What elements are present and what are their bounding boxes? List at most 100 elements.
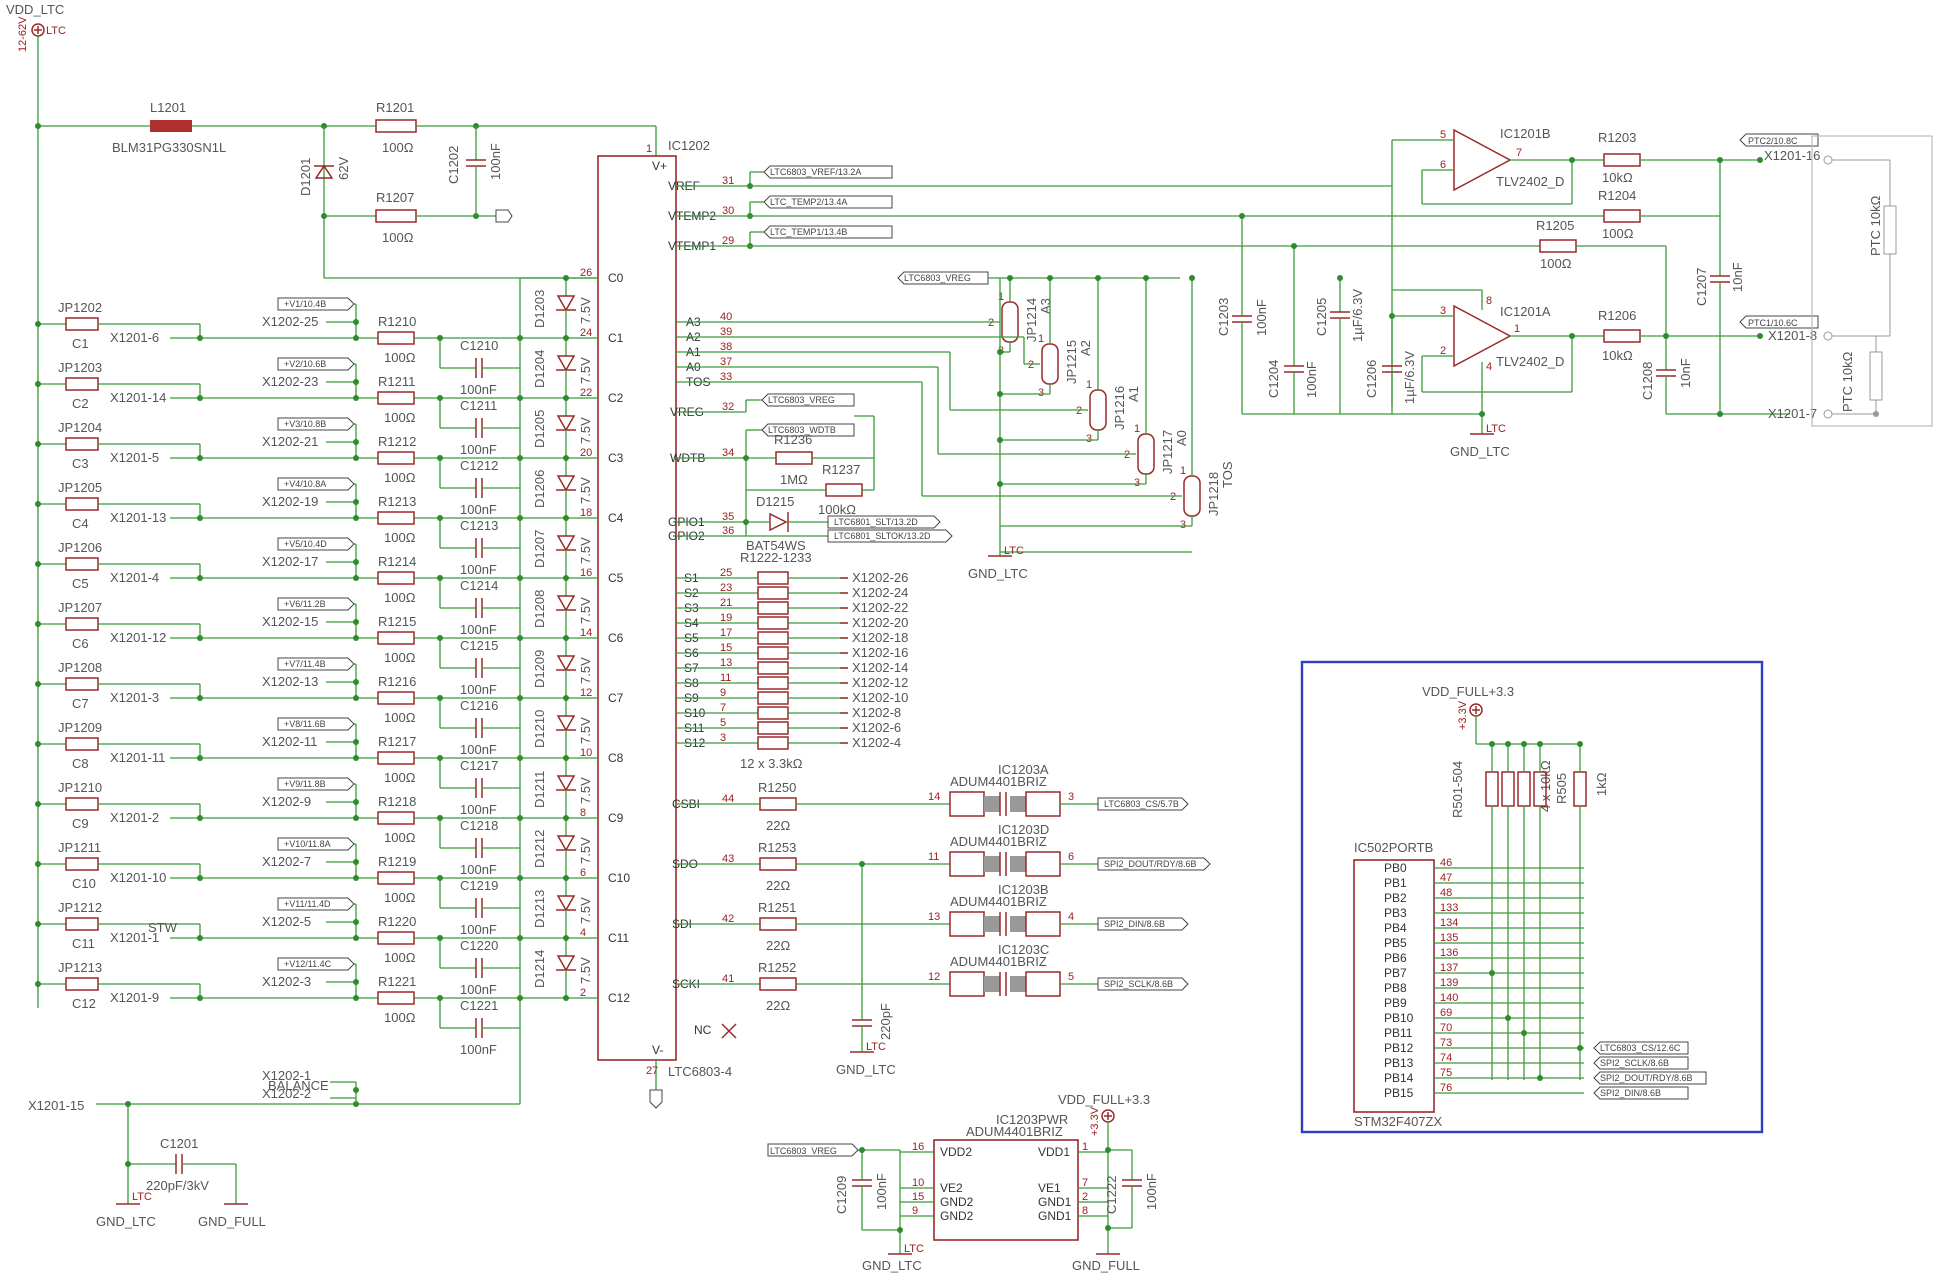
resistor-value: 100Ω xyxy=(384,1010,416,1025)
discharge-connector: X1202-18 xyxy=(852,630,908,645)
junction-dot xyxy=(353,935,359,941)
resistor-r1206 xyxy=(1603,329,1641,343)
jumper-jp1211 xyxy=(65,857,99,871)
junction-dot xyxy=(35,981,41,987)
cell-label: C4 xyxy=(72,516,89,531)
pin-num: 34 xyxy=(722,447,734,459)
jumper-pin: 1 xyxy=(998,291,1004,303)
junction-dot xyxy=(1489,970,1495,976)
resistor-ref: R1215 xyxy=(378,614,416,629)
pwr-right-num: 2 xyxy=(1082,1191,1088,1203)
discharge-connector: X1202-14 xyxy=(852,660,908,675)
zener-diode xyxy=(556,775,576,792)
resistor-r1250 xyxy=(759,797,797,811)
pwr-right-pin: VDD1 xyxy=(1038,1145,1070,1159)
zener-value: 7.5V xyxy=(578,957,593,984)
jumper-jp1207 xyxy=(65,617,99,631)
balance-connector: X1202-3 xyxy=(262,974,311,989)
junction-dot xyxy=(353,575,359,581)
mcu-pin-pb0: PB0 xyxy=(1384,861,1407,875)
mcu-pin-num: 134 xyxy=(1440,917,1458,929)
opamp-ic1201b xyxy=(1453,128,1512,192)
pin-num-c11: 4 xyxy=(580,927,586,939)
resistor-r1217 xyxy=(377,751,415,765)
junction-dot xyxy=(563,695,569,701)
isolator-pin-out: 4 xyxy=(1068,911,1074,923)
jumper-signal: A0 xyxy=(1174,430,1189,446)
junction-dot xyxy=(353,379,359,385)
junction-dot xyxy=(1489,741,1495,747)
junction-dot xyxy=(353,619,359,625)
c1208-value: 10nF xyxy=(1678,358,1693,388)
gnd-full-label-2: GND_FULL xyxy=(1072,1258,1140,1273)
resistor-pullup xyxy=(1517,771,1531,807)
spi-res-value: 22Ω xyxy=(766,878,790,893)
cell-tag-shape xyxy=(277,477,355,491)
pin-num: 30 xyxy=(722,205,734,217)
mcu-ref: IC502PORTB xyxy=(1354,840,1433,855)
gnd-ltc-label-3: GND_LTC xyxy=(968,566,1028,581)
cap-ref: C1221 xyxy=(460,998,498,1013)
cap-value: 100nF xyxy=(460,1042,497,1057)
cell-tag-shape xyxy=(277,897,355,911)
pin-num: 32 xyxy=(722,401,734,413)
discharge-resistor xyxy=(757,646,789,660)
spi-res-ref: R1250 xyxy=(758,780,796,795)
junction-dot xyxy=(353,859,359,865)
d1201-ref: D1201 xyxy=(298,158,313,196)
gpio1-tag-shape xyxy=(827,515,941,529)
discharge-connector: X1202-22 xyxy=(852,600,908,615)
ic1203pwr: IC1203PWR ADUM4401BRIZ VDD_FULL+3.3 +3.3… xyxy=(767,1092,1150,1241)
junction-dot xyxy=(353,319,359,325)
jumper-jp1212 xyxy=(65,917,99,931)
zener-value: 7.5V xyxy=(578,417,593,444)
mcu-pin-pb7: PB7 xyxy=(1384,966,1407,980)
jumper-pin: 1 xyxy=(1038,333,1044,345)
r1237-value: 100kΩ xyxy=(818,502,856,517)
pwr-left-num: 10 xyxy=(912,1177,924,1189)
temperature-section: IC1201B TLV2402_D 5 6 7 R1203 10kΩ R1204… xyxy=(736,126,1933,459)
mcu-pin-num: 139 xyxy=(1440,977,1458,989)
c1205-value: 1µF/6.3V xyxy=(1350,289,1365,342)
cell-tag-shape xyxy=(277,777,355,791)
mcu-r505-ref: R505 xyxy=(1554,773,1569,804)
balance-connector: X1202-7 xyxy=(262,854,311,869)
isolator-barrier xyxy=(1010,796,1026,812)
junction-dot xyxy=(35,801,41,807)
cell-tag: +V11/11.4D xyxy=(284,899,331,909)
pin-num: 44 xyxy=(722,793,734,805)
pin-name-nc: NC xyxy=(694,1023,712,1037)
gpio1-tag: LTC6801_SLT/13.2D xyxy=(834,517,918,527)
junction-dot xyxy=(353,995,359,1001)
zener-diode xyxy=(556,475,576,492)
mcu-pin-pb9: PB9 xyxy=(1384,996,1407,1010)
pin-name-c10: C10 xyxy=(608,871,630,885)
mcu-res-ref: R501-504 xyxy=(1450,761,1465,818)
jumper-ref: JP1205 xyxy=(58,480,102,495)
resistor-value: 100Ω xyxy=(384,710,416,725)
mcu-pin-pb10: PB10 xyxy=(1384,1011,1414,1025)
d1201-value: 62V xyxy=(336,157,351,180)
cell-tag-shape xyxy=(277,597,355,611)
spi-res-value: 22Ω xyxy=(766,998,790,1013)
junction-dot xyxy=(1537,1075,1543,1081)
pin-1: 1 xyxy=(1514,323,1520,335)
pin-num: 25 xyxy=(720,567,732,579)
isolator-part: ADUM4401BRIZ xyxy=(950,834,1047,849)
zener-ref: D1206 xyxy=(532,470,547,508)
c1205-ref: C1205 xyxy=(1314,298,1329,336)
jumper-signal: A1 xyxy=(1126,386,1141,402)
cell-connector: X1201-11 xyxy=(110,750,165,765)
resistor-value: 100Ω xyxy=(384,470,416,485)
pin-num: 39 xyxy=(720,326,732,338)
zener-value: 7.5V xyxy=(578,597,593,624)
vreg-tag: LTC6803_VREG xyxy=(768,395,835,405)
mcu-r505-val: 1kΩ xyxy=(1594,772,1609,796)
cap-ref: C1212 xyxy=(460,458,498,473)
wdtb-tag-shape xyxy=(761,423,855,437)
d1215-value: BAT54WS xyxy=(746,538,806,553)
isolator-pin-in: 14 xyxy=(928,791,940,803)
junction-dot xyxy=(353,815,359,821)
c1209-value: 100nF xyxy=(874,1173,889,1210)
discharge-connector: X1202-26 xyxy=(852,570,908,585)
